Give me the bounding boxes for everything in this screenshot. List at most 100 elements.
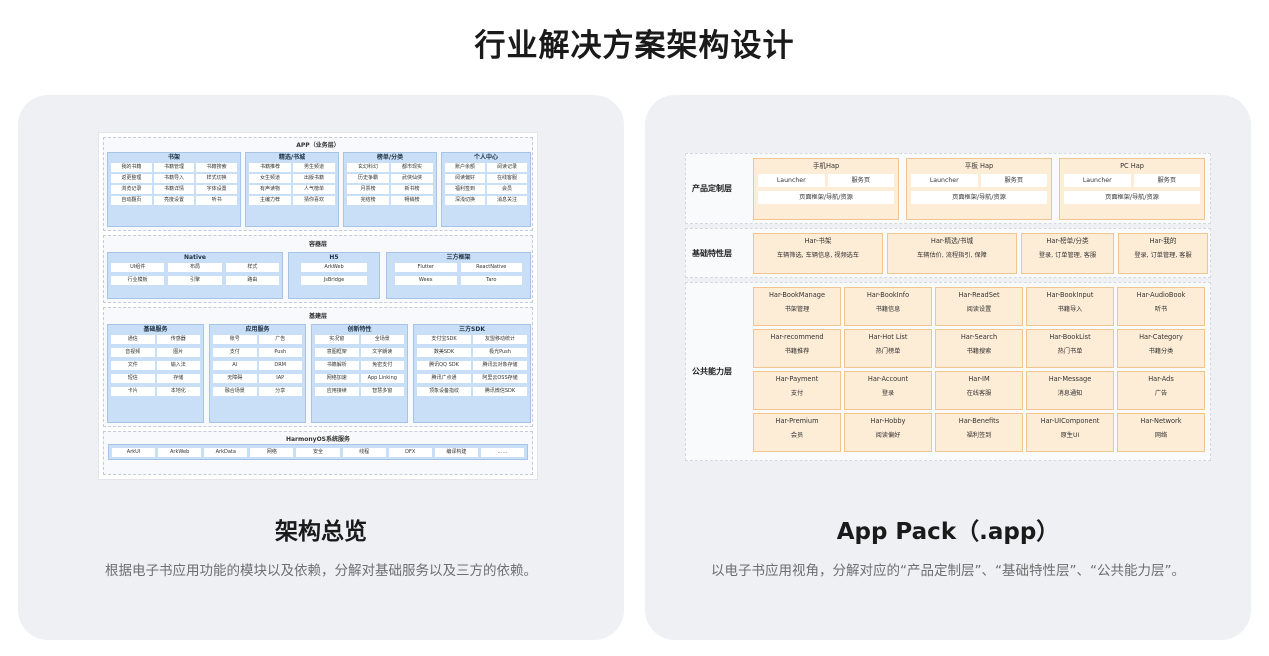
common-har-desc-row: 听书 (1118, 303, 1204, 316)
module-cell: 出版书籍 (293, 174, 335, 183)
common-har-desc: 广告 (1154, 390, 1168, 397)
module-cell: 应用接续 (315, 387, 359, 396)
group-title: 基础服务 (143, 326, 168, 333)
group-title: 三方SDK (459, 326, 485, 333)
os-layer-title: HarmonyOS系统服务 (285, 436, 350, 443)
module-cell: 文件 (111, 361, 155, 370)
feature-har-title: Har-书架 (804, 237, 832, 245)
module-cell: 字体设置 (196, 185, 237, 194)
common-har-desc: 热门榜单 (875, 348, 901, 355)
feature-har-desc: 车辆估价, 流程指引, 保障 (917, 252, 987, 259)
module-cell: ArkWeb (158, 448, 202, 457)
common-har-title: Har-ReadSet (958, 291, 1000, 299)
common-har-title: Har-Hobby (870, 417, 906, 425)
module-cell: 历史争霸 (347, 174, 389, 183)
module-cell: 安全 (296, 448, 340, 457)
common-har-title: Har-BookManage (768, 291, 826, 299)
feature-har-desc-row: 登录, 订单管理, 客服 (1119, 249, 1207, 262)
module-cell: 免密支付 (360, 361, 404, 370)
module-cell: 账户余额 (445, 163, 485, 172)
module-cell: 听书 (196, 196, 237, 205)
base-layer: 基建层 基础服务 通信传感器音视频图片文件输入法短信存储卡片本地化 应用服务 账… (103, 307, 533, 427)
module-cell: 数美SDK (417, 348, 471, 357)
module-cell: 完结榜 (347, 196, 389, 205)
module-cell: 猜你喜欢 (293, 196, 335, 205)
module-cell: 腾讯广点通 (417, 374, 471, 383)
common-har-desc: 书籍搜索 (966, 348, 992, 355)
module-cell: 深浅切换 (445, 196, 485, 205)
hap-title: 手机Hap (812, 162, 840, 170)
hap-item: 服务页 (1133, 174, 1200, 187)
module-cell: 样式切换 (196, 174, 237, 183)
module-cell: 无障碍 (213, 374, 257, 383)
group-title: 精选/书城 (278, 154, 306, 161)
group-basic-services: 基础服务 通信传感器音视频图片文件输入法短信存储卡片本地化 (107, 324, 204, 423)
common-har-title: Har-Payment (775, 375, 819, 383)
common-har-title: Har-UIComponent (1040, 417, 1100, 425)
app-layer: APP（业务层） 书架 我的书籍书籍管理书籍搜索返更整理书籍导入样式切换浏览记录… (103, 137, 533, 231)
common-har-title: Har-IM (968, 375, 990, 383)
hap-footer-row: 页面框架/导航/资源 (1060, 191, 1204, 204)
module-cell: 书籍管理 (153, 163, 195, 172)
common-har-desc-row: 在线客服 (936, 387, 1022, 400)
module-cell: 玄幻科幻 (347, 163, 389, 172)
common-har-title: Har-Account (867, 375, 909, 383)
module-cell: 武侠仙侠 (391, 174, 433, 183)
module-cell: 全场景 (360, 335, 404, 344)
module-cell: ArkData (204, 448, 248, 457)
common-har-desc-row: 福利签到 (936, 429, 1022, 442)
common-har-desc: 书架管理 (784, 306, 810, 313)
module-cell: 新书榜 (391, 185, 433, 194)
module-cell: App Linking (360, 374, 404, 383)
common-har-desc: 阅读偏好 (875, 432, 901, 439)
common-har-desc-row: 书架管理 (754, 303, 840, 316)
group-title: H5 (329, 254, 339, 261)
module-cell: 样式 (225, 263, 279, 272)
common-har-title: Har-Search (960, 333, 998, 341)
common-har-desc-row: 热门书单 (1027, 345, 1113, 358)
group-personal-center: 个人中心 账户余额阅读记录阅读偏好在线客服福利签到会员深浅切换消息关注 (441, 152, 531, 227)
module-cell: 输入法 (156, 361, 200, 370)
module-cell: 畅销榜 (391, 196, 433, 205)
module-cell: Flutter (395, 263, 457, 272)
hap-footer: 页面框架/导航/资源 (911, 191, 1047, 204)
app-layer-title: APP（业务层） (296, 142, 340, 149)
module-cell: 智慧多窗 (360, 387, 404, 396)
module-cell: ArkUI (112, 448, 156, 457)
common-har-desc-row: 热门榜单 (845, 345, 931, 358)
common-har-desc: 书籍分类 (1148, 348, 1174, 355)
group-title: 创新特性 (347, 326, 372, 333)
hap-footer: 页面框架/导航/资源 (1064, 191, 1200, 204)
module-cell: Push (258, 348, 302, 357)
common-har-desc: 会员 (790, 432, 804, 439)
common-har-desc-row: 书籍信息 (845, 303, 931, 316)
feature-har-title: Har-我的 (1149, 237, 1177, 245)
architecture-overview-card: APP（业务层） 书架 我的书籍书籍管理书籍搜索返更整理书籍导入样式切换浏览记录… (18, 95, 624, 640)
common-har-title: Har-Message (1048, 375, 1092, 383)
module-cell: 卡片 (111, 387, 155, 396)
common-har-box: Har-Search 书籍搜索 (935, 329, 1023, 368)
module-cell: Taro (460, 276, 522, 285)
common-har-title: Har-recommend (770, 333, 824, 341)
group-ranking: 榜单/分类 玄幻科幻都市现实历史争霸武侠仙侠月票榜新书榜完结榜畅销榜 (343, 152, 437, 227)
module-cell: DFX (388, 448, 432, 457)
module-cell: 存储 (156, 374, 200, 383)
module-cell: 返更整理 (111, 174, 152, 183)
module-cell: 实况窗 (315, 335, 359, 344)
